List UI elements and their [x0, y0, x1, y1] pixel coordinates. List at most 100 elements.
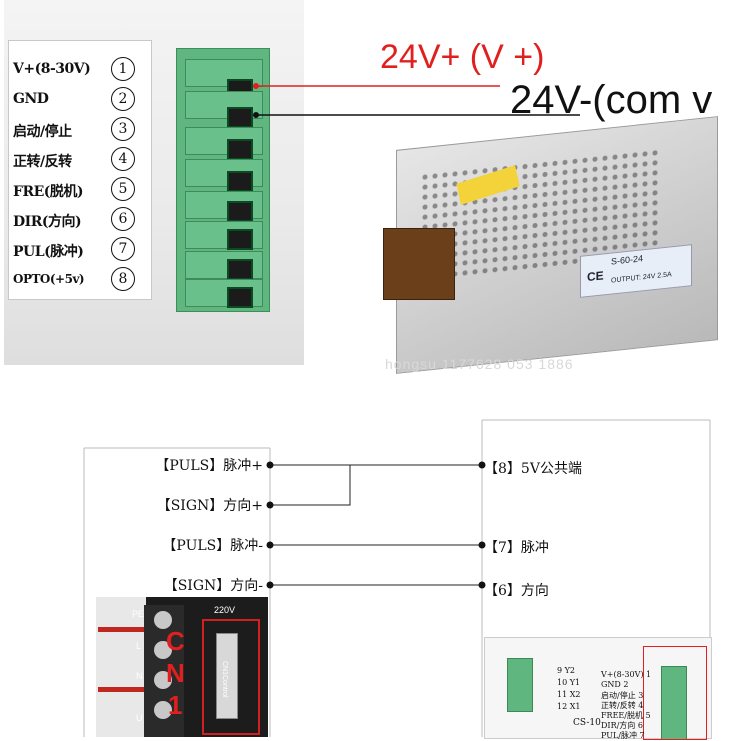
pin-number: 2: [111, 87, 135, 111]
mini-terminal-left: [507, 658, 533, 712]
cn1-connector: [216, 633, 238, 719]
terminal-hole-4: [227, 171, 253, 192]
node-puls-plus: [266, 461, 274, 469]
pin-tag: 【SIGN】: [156, 498, 224, 514]
mini-right-row: 正转/反转 4: [601, 700, 643, 711]
node-pin7: [478, 541, 486, 549]
mini-highlight-box: [643, 646, 707, 740]
right-pin-7: 【7】脉冲: [484, 537, 549, 557]
mini-num: 6: [637, 721, 643, 730]
terminal-hole-8: [227, 287, 253, 308]
mini-num: 5: [645, 711, 651, 720]
screw: [154, 641, 172, 659]
mini-label: Y1: [569, 678, 581, 687]
servo-drive-photo: PE L N U C N 1 220V CN1Control: [96, 597, 268, 737]
mini-right-row: 启动/停止 3: [601, 690, 643, 701]
mini-label: V+(8-30V): [601, 670, 644, 679]
pin-row-2: GND 2: [9, 85, 151, 115]
pin-row-5: FRE(脱机) 5: [9, 175, 151, 205]
mini-model-label: CS-10: [573, 718, 601, 728]
pin-number: 8: [111, 267, 135, 291]
node-sign-minus: [266, 581, 274, 589]
pin-tag: 【6】: [484, 583, 521, 599]
mini-label: Y2: [564, 666, 576, 675]
mini-num: 10: [557, 678, 568, 687]
mini-num: 9: [557, 666, 563, 675]
pin-number: 7: [111, 237, 135, 261]
pin-row-8: OPTO(+5v) 8: [9, 265, 151, 295]
pin-number: 5: [111, 177, 135, 201]
screw: [154, 701, 172, 719]
mini-label: FREE/脱机: [601, 711, 643, 720]
pin-label: GND: [13, 91, 49, 107]
mini-label: DIR/方向: [601, 721, 636, 730]
annotation-24v-negative: 24V-(com v: [510, 78, 713, 122]
pin-name: 方向+: [223, 498, 263, 514]
mini-right-row: GND 2: [601, 680, 628, 689]
watermark-text: hongsu 1177628 053 1886: [385, 356, 574, 372]
mini-num: 2: [623, 680, 629, 689]
terminal-label-pe: PE: [132, 609, 145, 619]
driver-mini-panel: 9 Y2 10 Y1 11 X2 12 X1 V+(8-30V) 1 GND 2…: [484, 637, 712, 741]
pin-label: OPTO(+5v): [13, 272, 85, 286]
mini-right-row: DIR/方向 6: [601, 720, 643, 731]
mini-label: X2: [569, 690, 581, 699]
pin-tag: 【PULS】: [155, 458, 224, 474]
mini-label: 启动/停止: [601, 691, 636, 700]
left-pin-puls-plus: 【PULS】脉冲+: [155, 455, 263, 475]
voltage-label: 220V: [214, 605, 236, 615]
pin-label: V+(8-30V): [13, 61, 91, 77]
mini-right-row: V+(8-30V) 1: [601, 670, 651, 679]
terminal-label-l: L: [136, 641, 142, 651]
pin-row-7: PUL(脉冲) 7: [9, 235, 151, 265]
terminal-hole-7: [227, 259, 253, 280]
pin-row-1: V+(8-30V)1: [9, 55, 151, 85]
cn1-letter-1: 1: [168, 690, 183, 720]
pin-tag: 【8】: [484, 461, 521, 477]
terminal-hole-5: [227, 201, 253, 222]
mini-terminal-right: [661, 666, 687, 740]
mini-num: 11: [557, 690, 568, 699]
cn1-connector-label: CN1Control: [221, 661, 228, 698]
screw: [154, 611, 172, 629]
cn1-letter-c: C: [166, 626, 185, 656]
left-pin-sign-plus: 【SIGN】方向+: [157, 495, 263, 515]
right-pin-8: 【8】5V公共端: [484, 458, 582, 478]
pin-row-6: DIR(方向)6: [9, 205, 151, 235]
photo-background: [96, 597, 146, 737]
pin-label: FRE(脱机): [13, 184, 84, 200]
node-pin6: [478, 581, 486, 589]
pin-number: 3: [111, 117, 135, 141]
mini-left-row: 11 X2: [557, 690, 581, 699]
mini-label: GND: [601, 680, 621, 689]
node-puls-minus: [266, 541, 274, 549]
pin-label: PUL(脉冲): [13, 244, 84, 260]
pin-label: DIR(方向): [13, 214, 82, 230]
left-pin-sign-minus: 【SIGN】方向-: [164, 575, 263, 595]
cn1-letter-n: N: [166, 658, 185, 688]
mini-num: 12: [557, 702, 568, 711]
cn1-highlight-box: CN1Control: [202, 619, 260, 735]
terminal-label-u: U: [136, 713, 143, 723]
terminal-hole-3: [227, 139, 253, 160]
pin-number: 4: [111, 147, 135, 171]
positive-wire-dot: [253, 83, 259, 89]
mini-label: X1: [569, 702, 581, 711]
mini-left-row: 10 Y1: [557, 678, 580, 687]
wire-sign-plus: [270, 465, 351, 506]
left-pin-puls-minus: 【PULS】脉冲-: [162, 535, 263, 555]
mini-num: 1: [646, 670, 652, 679]
mini-right-row: PUL/脉冲 7: [601, 730, 645, 741]
mini-num: 7: [639, 731, 645, 740]
terminal-strip: [144, 605, 184, 737]
power-supply-terminal: [383, 228, 455, 300]
mini-label: 正转/反转: [601, 701, 636, 710]
mini-label: PUL/脉冲: [601, 731, 637, 740]
pin-name: 方向: [520, 583, 549, 599]
psu-ce-mark: CE: [587, 268, 604, 285]
mini-left-row: 9 Y2: [557, 666, 575, 675]
green-terminal-block: [176, 48, 270, 312]
right-pin-6: 【6】方向: [484, 580, 549, 600]
